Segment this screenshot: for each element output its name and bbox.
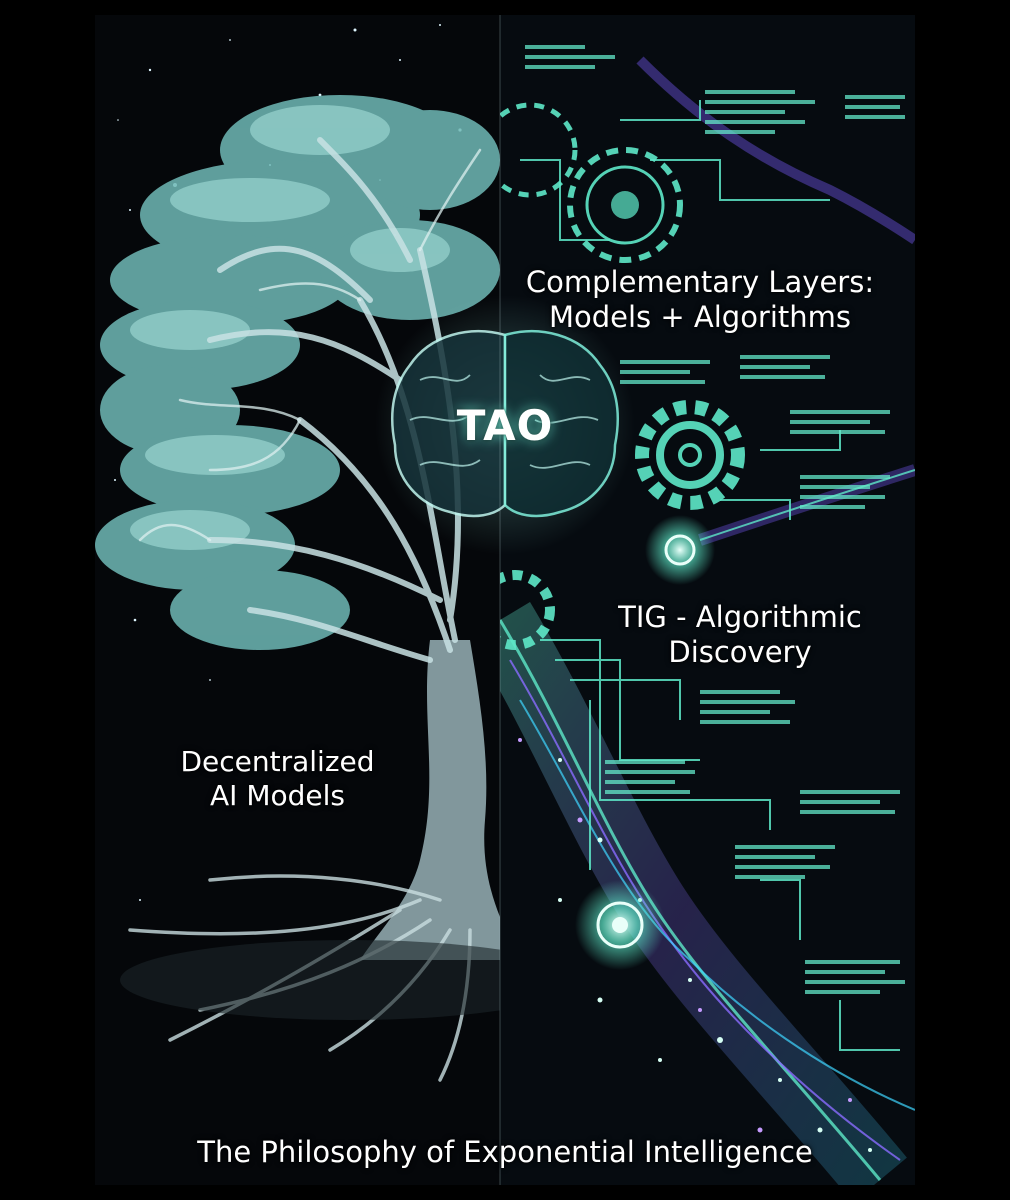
- code-blocks: [525, 45, 905, 994]
- decentral-line-2: AI Models: [210, 779, 345, 813]
- decentralized-models-label: Decentralized AI Models: [150, 745, 405, 813]
- glowing-node-icon: [575, 515, 715, 970]
- brain-icon: [375, 295, 635, 555]
- layers-line-1: Complementary Layers:: [525, 265, 875, 299]
- tree-illustration: [95, 95, 500, 1082]
- tao-label: TAO: [456, 401, 554, 450]
- footer-caption: The Philosophy of Exponential Intelligen…: [197, 1135, 813, 1169]
- tig-label: TIG - Algorithmic Discovery: [585, 600, 895, 671]
- complementary-layers-label: Complementary Layers: Models + Algorithm…: [500, 265, 900, 336]
- decentral-line-1: Decentralized: [180, 745, 375, 778]
- tig-line-1: TIG - Algorithmic: [618, 600, 862, 634]
- layers-line-2: Models + Algorithms: [548, 300, 852, 335]
- gear-icon: [500, 102, 745, 650]
- circuit-lines: [500, 45, 915, 1185]
- tig-line-2: Discovery: [668, 635, 812, 670]
